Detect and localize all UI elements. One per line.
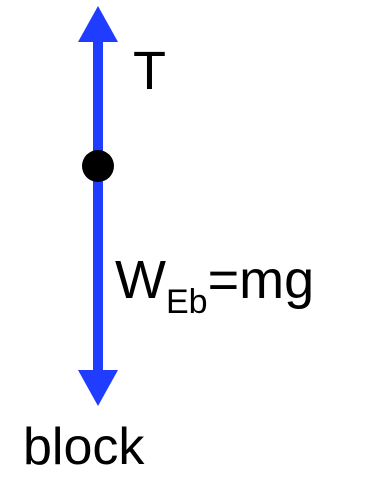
weight-subscript: Eb [165,283,208,321]
weight-symbol: W [115,250,166,310]
block-label: block [23,421,144,473]
weight-equation: =mg [207,250,315,310]
weight-label: WEb=mg [115,250,315,319]
tension-label-text: T [133,41,166,101]
block-point [82,150,114,182]
tension-label: T [133,44,166,98]
upward-force-arrow [78,6,118,166]
downward-force-arrow [78,166,118,406]
block-label-text: block [23,418,145,476]
